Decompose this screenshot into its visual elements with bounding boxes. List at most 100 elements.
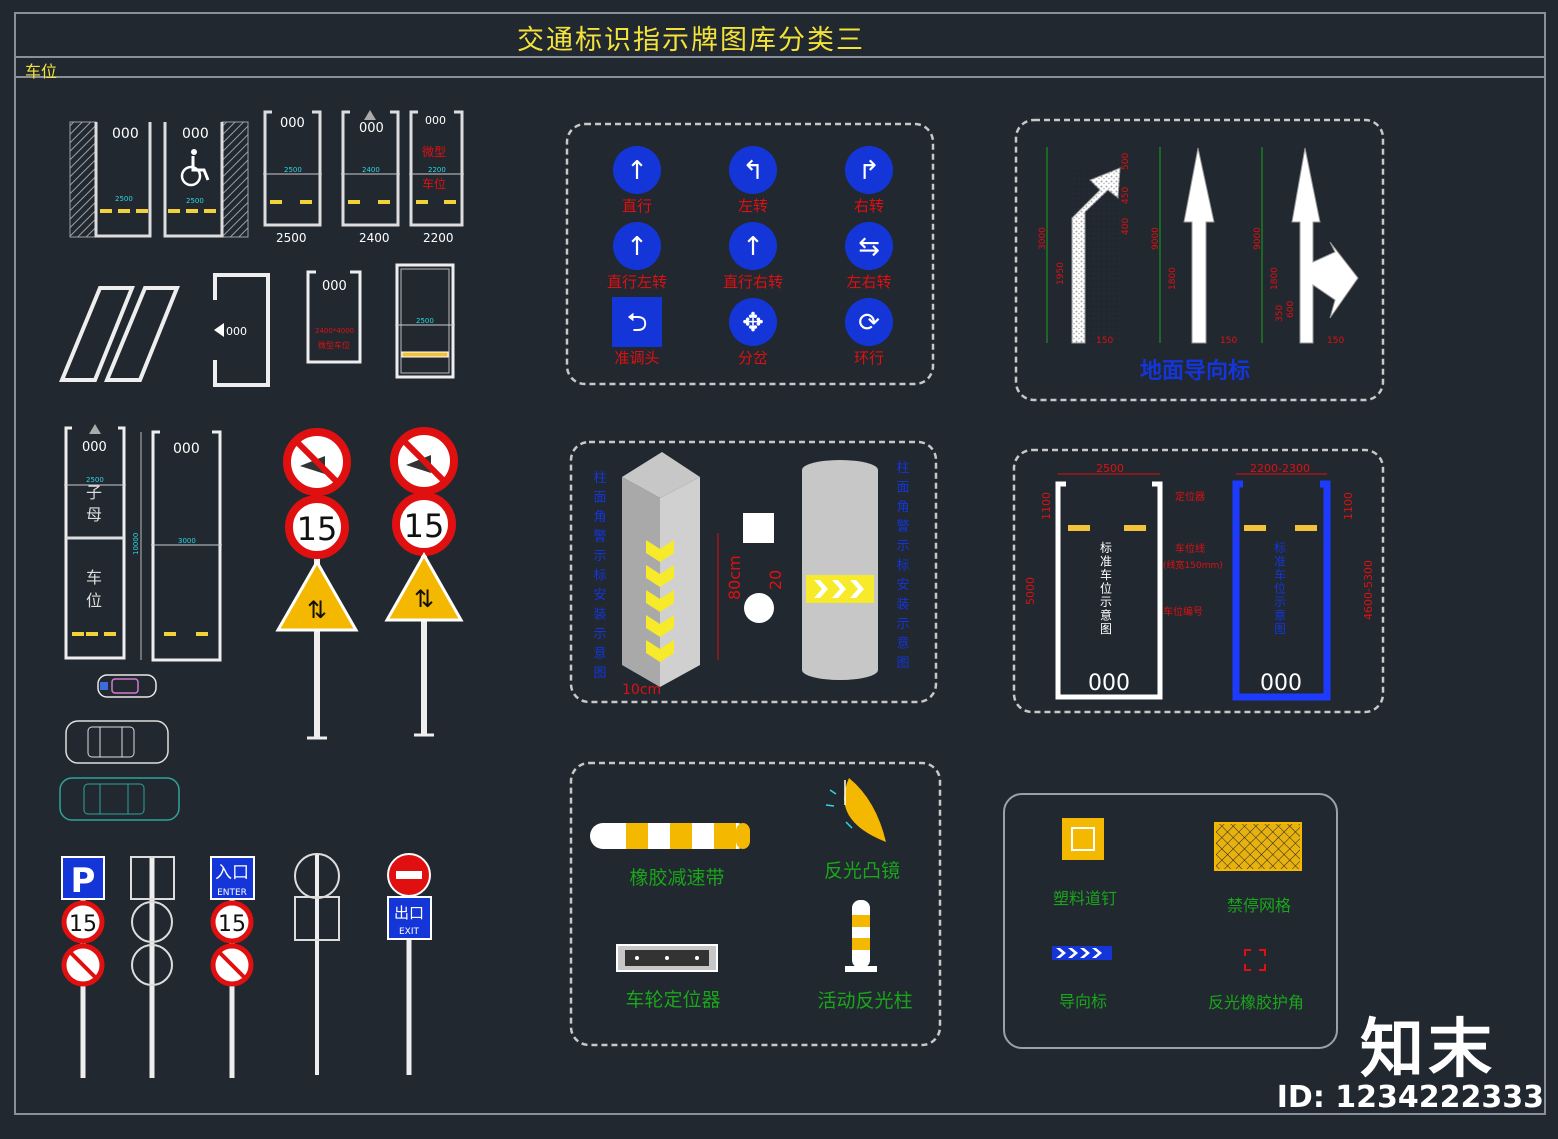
sd-line: 车位线 bbox=[1175, 542, 1205, 555]
car-top-view-teal bbox=[59, 777, 180, 821]
device-label: 橡胶减速带 bbox=[629, 867, 724, 889]
ga-dim-c1: 1800 bbox=[1270, 267, 1280, 290]
divider-bottom bbox=[14, 76, 1546, 78]
caption-char: 示 bbox=[593, 549, 606, 564]
long-dim-len: 10000 bbox=[132, 533, 140, 555]
device2-label: 禁停网格 bbox=[1227, 896, 1291, 915]
entry-en-text: ENTER bbox=[217, 888, 247, 898]
ga-dim-b2: 150 bbox=[1220, 336, 1237, 346]
devices-panel bbox=[569, 761, 942, 1047]
ga-dim-c3: 600 bbox=[1286, 301, 1296, 318]
arrow-icon: ⟳ bbox=[858, 308, 880, 338]
ground-arrows: 3000 1950 150 500 450 400 9000 1800 150 … bbox=[1038, 147, 1359, 384]
caption-char: 安 bbox=[896, 578, 909, 593]
car-top-view-white bbox=[65, 720, 169, 764]
sd-h1: 1100 bbox=[1040, 492, 1053, 520]
parking-pole: P 15 bbox=[61, 856, 105, 1078]
caption-char: 柱 bbox=[593, 471, 606, 486]
blue-sign-5: ⇆左右转 bbox=[845, 222, 893, 291]
direction-sign-icon bbox=[613, 146, 661, 194]
direction-sign-icon bbox=[845, 298, 893, 346]
two-way-arrow-icon-2: ⇅ bbox=[414, 585, 434, 613]
ga-dim-a0: 3000 bbox=[1038, 227, 1048, 250]
caption-char: 标 bbox=[593, 569, 606, 584]
speed-limit-text-3: 15 bbox=[69, 912, 97, 937]
side-parking-spot: 000 bbox=[213, 273, 270, 387]
sd-line-width: (线宽150mm) bbox=[1163, 559, 1223, 571]
spot-dim-4: 2400 bbox=[362, 166, 380, 174]
blue-sign-label: 直行右转 bbox=[723, 273, 783, 291]
arrow-icon: ✥ bbox=[742, 308, 764, 338]
wheelchair-icon bbox=[180, 149, 210, 187]
caption-char: 示 bbox=[593, 627, 606, 642]
blue-sign-6: ⮌准调头 bbox=[612, 297, 662, 367]
brand-id: ID: 1234222333 bbox=[1276, 1080, 1544, 1115]
no-parking-grid-icon bbox=[1214, 822, 1302, 871]
arrow-icon: ↑ bbox=[742, 232, 764, 262]
caption-char: 警 bbox=[896, 519, 909, 535]
blue-sign-grid: ↑直行↰左转↱右转↑直行左转↑直行右转⇆左右转⮌准调头✥分岔⟳环行 bbox=[607, 146, 893, 367]
exit-text: 出口 bbox=[394, 904, 424, 922]
devices2-panel bbox=[1003, 793, 1338, 1049]
mc-char-1: 子 bbox=[86, 483, 102, 502]
sd-len1: 5000 bbox=[1024, 577, 1037, 605]
spot-number-5: 000 bbox=[425, 114, 446, 127]
direction-sign-icon bbox=[729, 146, 777, 194]
spot-number-2: 000 bbox=[182, 126, 209, 142]
long-number: 000 bbox=[173, 441, 200, 457]
ga-dim-a2: 150 bbox=[1096, 336, 1113, 346]
blue-sign-label: 准调头 bbox=[614, 349, 659, 367]
spot-label-2500: 2500 bbox=[276, 231, 307, 245]
ground-arrow-panel bbox=[1014, 118, 1385, 402]
corner-protect-drawing: 80cm 10cm 20 bbox=[622, 452, 878, 698]
spot-number-1: 000 bbox=[112, 126, 139, 142]
no-horn-speed-pole-2: 15 ⇅ bbox=[384, 427, 464, 737]
micro-spot-number: 000 bbox=[322, 279, 347, 294]
ga-dim-b0: 9000 bbox=[1151, 227, 1161, 250]
device2-labels: 塑料道钉禁停网格导向标反光橡胶护角 bbox=[1053, 889, 1304, 1012]
reflective-bollard-icon bbox=[845, 900, 877, 972]
device2-label: 导向标 bbox=[1059, 992, 1107, 1011]
caption-char: 位 bbox=[1100, 581, 1112, 596]
cp-dim-20: 20 bbox=[766, 570, 785, 590]
brand-name: 知末 bbox=[1360, 1013, 1496, 1087]
caption-char: 准 bbox=[1274, 555, 1286, 569]
speed-limit-text-2: 15 bbox=[404, 507, 445, 545]
straight-right-arrow bbox=[1291, 147, 1359, 344]
parking-spot-accessible-pair: 000 000 2500 2500 bbox=[69, 121, 249, 238]
blue-sign-label: 左右转 bbox=[846, 273, 891, 291]
side-spot-number: 000 bbox=[226, 325, 247, 338]
mother-child-spot: 000 2500 子 母 车 位 bbox=[64, 424, 126, 660]
sd-num-1: 000 bbox=[1088, 671, 1130, 696]
no-horn-speed-pole-1: 15 ⇅ bbox=[275, 428, 359, 740]
caption-char: 柱 bbox=[896, 461, 909, 476]
spot-width-2500-b: 2500 bbox=[186, 197, 204, 205]
blue-sign-0: ↑直行 bbox=[613, 146, 661, 215]
caption-char: 装 bbox=[896, 598, 909, 613]
corner-protect-panel bbox=[569, 440, 938, 704]
long-dim-w: 3000 bbox=[178, 537, 196, 545]
caption-char: 角 bbox=[593, 510, 606, 525]
caption-char: 面 bbox=[593, 491, 606, 506]
parking-spot-2500: 000 2500 2500 bbox=[263, 110, 322, 245]
wheel-stopper-icon bbox=[616, 944, 718, 972]
device-label: 反光凸镜 bbox=[824, 860, 900, 882]
u-turn-sign-icon bbox=[612, 297, 662, 347]
ga-dim-a1: 1950 bbox=[1056, 262, 1066, 285]
caption-char: 标 bbox=[1100, 541, 1112, 555]
caption-char: 面 bbox=[896, 481, 909, 496]
drawing-frame bbox=[14, 12, 1546, 1115]
micro-line1: 微型 bbox=[422, 145, 446, 159]
entry-pole: 入口 ENTER 15 bbox=[210, 856, 255, 1078]
caption-char: 意 bbox=[1100, 608, 1112, 623]
micro-line2: 车位 bbox=[422, 176, 446, 191]
ga-dim-c4: 150 bbox=[1327, 336, 1344, 346]
spot-diagram-panel bbox=[1012, 448, 1385, 714]
arrow-icon: ↰ bbox=[742, 156, 764, 186]
blue-sign-2: ↱右转 bbox=[845, 146, 893, 215]
spot-dim-5: 2200 bbox=[428, 166, 446, 174]
ga-dim-c0: 9000 bbox=[1253, 227, 1263, 250]
